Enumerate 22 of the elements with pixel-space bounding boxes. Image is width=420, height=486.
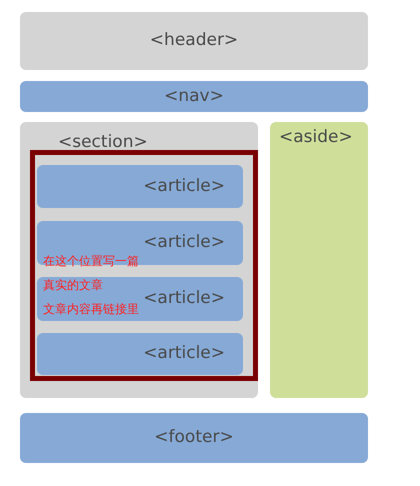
frame-box	[30, 150, 258, 381]
layout-box	[37, 277, 243, 321]
layout-box	[20, 81, 368, 112]
layout-box	[37, 221, 243, 265]
tag-label: <nav>	[163, 86, 225, 106]
annotation-text: 文章内容再链接里	[43, 301, 139, 317]
tag-label: <article>	[143, 232, 225, 252]
tag-label: <footer>	[153, 427, 235, 447]
annotation-text: 真实的文章	[43, 277, 103, 293]
layout-box	[37, 333, 243, 375]
layout-box	[20, 12, 368, 70]
tag-label: <article>	[143, 343, 225, 363]
layout-box	[270, 122, 368, 398]
tag-label: <header>	[148, 30, 240, 50]
tag-label: <article>	[143, 176, 225, 196]
layout-box	[20, 122, 258, 398]
tag-label: <article>	[143, 288, 225, 308]
annotation-text: 在这个位置写一篇	[43, 253, 139, 269]
tag-label: <aside>	[279, 127, 353, 147]
layout-box	[37, 165, 243, 208]
layout-box	[20, 413, 368, 463]
tag-label: <section>	[58, 132, 148, 152]
